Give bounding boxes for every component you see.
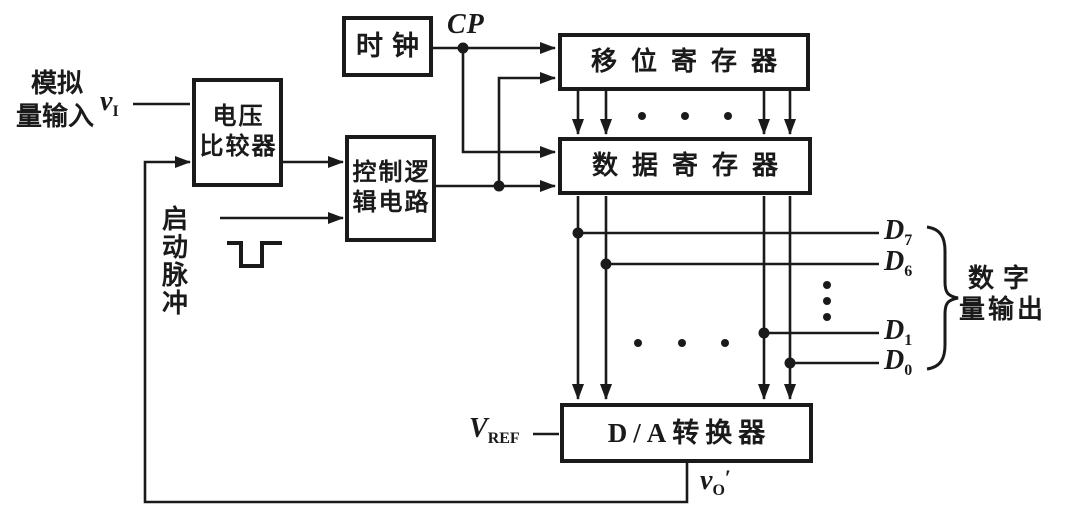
junction-d7 (572, 227, 584, 239)
analog-input-label-line1: 模拟 (31, 69, 84, 98)
block-clock-label: 时钟 (356, 31, 428, 62)
digital-output-label-line1: 数字 (968, 264, 1039, 293)
junction-d0 (784, 357, 796, 369)
junction-control (493, 180, 505, 192)
block-shift-register-label: 移位寄存器 (590, 47, 791, 77)
block-voltage-comparator: 电压 比较器 (192, 78, 283, 187)
analog-input-label-line2: 量输入 (16, 102, 95, 131)
block-data-register-label: 数据寄存器 (591, 151, 792, 181)
digital-output-label-line2: 量输出 (959, 295, 1047, 324)
wire-cp-to-data-register (461, 48, 556, 158)
vref-signal-label: VREF (469, 413, 520, 447)
block-shift-register: 移位寄存器 (558, 33, 810, 91)
block-control-logic-label-line2: 辑电路 (352, 189, 431, 216)
block-dac: D/A转换器 (560, 403, 813, 463)
d7-signal-label: D7 (884, 215, 913, 249)
d1-signal-label: D1 (884, 315, 913, 349)
d6-signal-label: D6 (884, 246, 913, 280)
wire-feedback (143, 156, 689, 504)
block-data-register: 数据寄存器 (558, 137, 812, 195)
start-pulse-label: 启动脉冲 (162, 205, 189, 319)
vi-signal-label: vI (100, 86, 119, 120)
block-dac-label: D/A转换器 (607, 417, 772, 448)
block-comparator-label-line1: 电压 (212, 104, 265, 131)
wire-control-to-shift-register (497, 72, 556, 186)
junction-dots (457, 42, 796, 369)
junction-d1 (758, 327, 770, 339)
block-control-logic: 控制逻 辑电路 (345, 135, 436, 242)
d0-signal-label: D0 (884, 345, 913, 379)
block-control-logic-label-line1: 控制逻 (352, 160, 431, 187)
block-clock: 时钟 (342, 16, 433, 77)
junction-d6 (600, 258, 612, 270)
block-comparator-label-line2: 比较器 (199, 133, 278, 160)
vo-signal-label: vO′ (700, 465, 732, 499)
negative-pulse-icon (227, 241, 282, 268)
cp-signal-label: CP (447, 9, 485, 40)
junction-cp (457, 42, 469, 54)
ellipsis-dots (634, 112, 831, 347)
output-brace-icon (926, 225, 959, 371)
